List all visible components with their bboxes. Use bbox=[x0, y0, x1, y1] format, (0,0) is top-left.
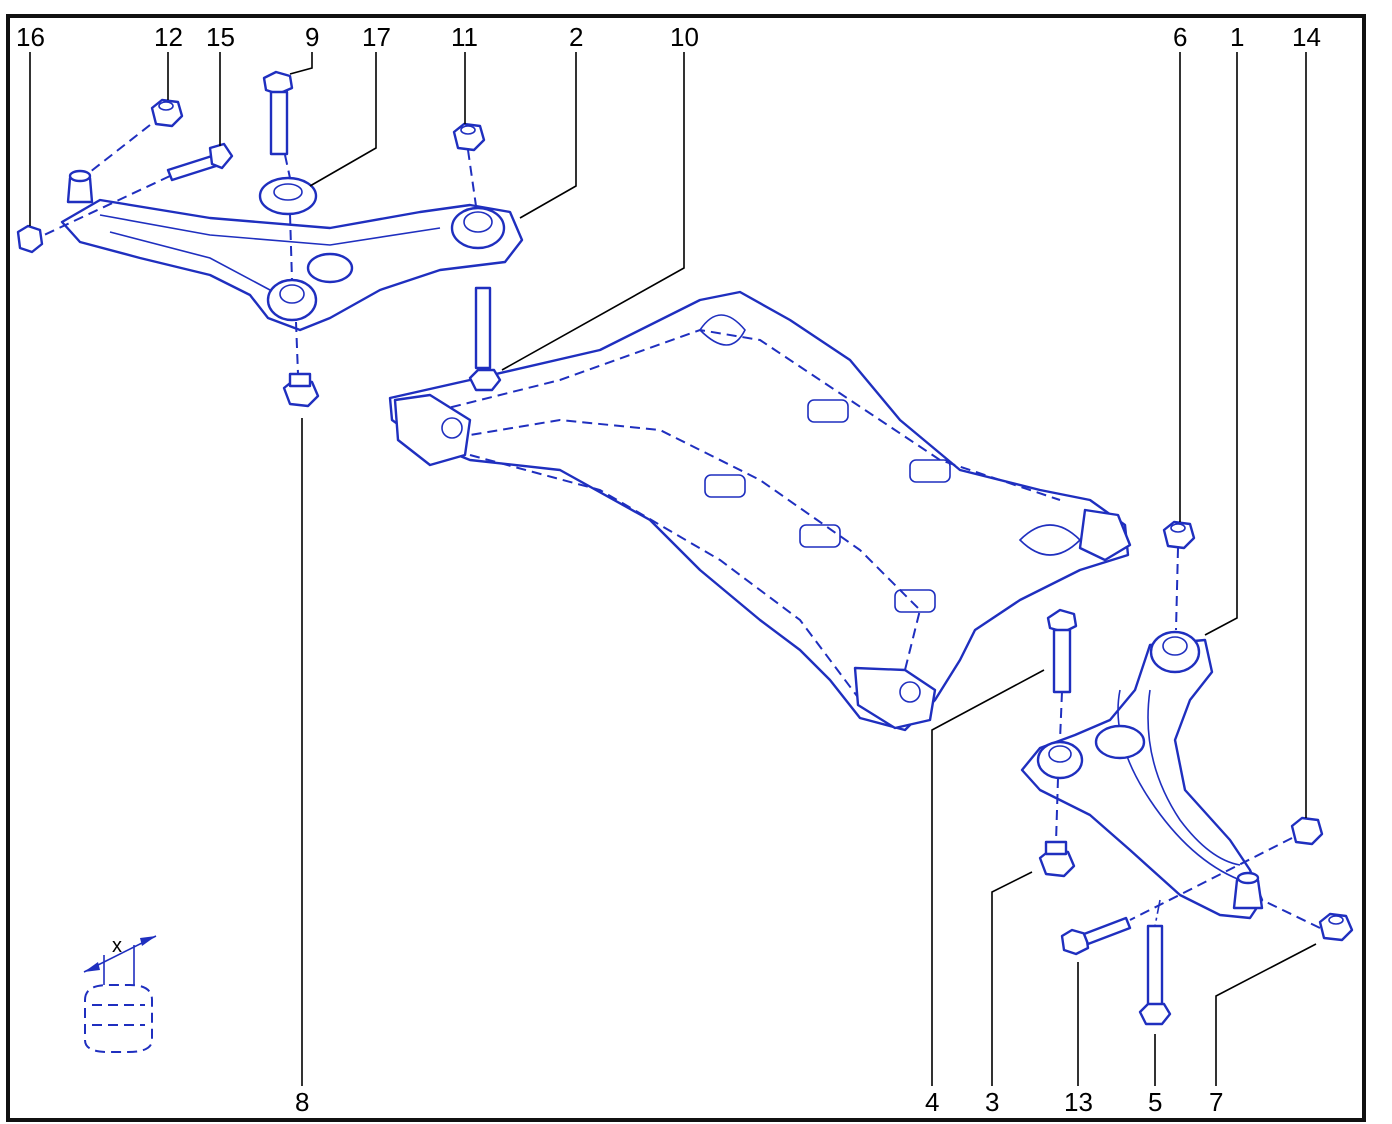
callout-7: 7 bbox=[1209, 1087, 1223, 1117]
fastener-3-nut bbox=[1038, 840, 1076, 878]
callout-4: 4 bbox=[925, 1087, 939, 1117]
callout-15: 15 bbox=[206, 22, 235, 52]
fastener-16-nut bbox=[16, 224, 44, 254]
fastener-9-bolt bbox=[262, 70, 294, 156]
right-lower-control-arm bbox=[1020, 630, 1264, 920]
diagram-frame bbox=[6, 14, 1366, 1122]
front-subframe bbox=[388, 290, 1132, 732]
callout-6: 6 bbox=[1173, 22, 1187, 52]
callout-10: 10 bbox=[670, 22, 699, 52]
callout-1: 1 bbox=[1230, 22, 1244, 52]
callout-9: 9 bbox=[305, 22, 319, 52]
leader-lines bbox=[29, 52, 1317, 1086]
fastener-5-bolt bbox=[1138, 924, 1172, 1026]
fastener-15-bolt bbox=[166, 142, 234, 182]
dimension-x-label: x bbox=[112, 935, 122, 957]
callout-17: 17 bbox=[362, 22, 391, 52]
callout-14: 14 bbox=[1292, 22, 1321, 52]
nut-dimension-detail: x bbox=[83, 935, 157, 1053]
fastener-17-bushing bbox=[258, 176, 318, 216]
fastener-12-nut bbox=[150, 98, 184, 128]
assembly-lines bbox=[41, 124, 1321, 929]
callout-8: 8 bbox=[295, 1087, 309, 1117]
fastener-11-nut bbox=[452, 122, 486, 152]
fastener-10-bolt bbox=[468, 286, 502, 392]
callout-labels: 16 12 15 9 17 11 2 10 6 1 14 8 4 3 13 5 … bbox=[16, 22, 1321, 1117]
fastener-14-nut bbox=[1290, 816, 1324, 846]
fastener-8-nut bbox=[282, 372, 320, 408]
callout-2: 2 bbox=[569, 22, 583, 52]
fastener-6-nut bbox=[1162, 520, 1196, 550]
fastener-4-bolt bbox=[1046, 608, 1078, 694]
callout-11: 11 bbox=[451, 22, 478, 52]
fastener-7-nut bbox=[1318, 912, 1354, 942]
callout-5: 5 bbox=[1148, 1087, 1162, 1117]
callout-3: 3 bbox=[985, 1087, 999, 1117]
callout-12: 12 bbox=[154, 22, 183, 52]
fastener-13-bolt bbox=[1060, 916, 1132, 956]
callout-16: 16 bbox=[16, 22, 45, 52]
callout-13: 13 bbox=[1064, 1087, 1093, 1117]
